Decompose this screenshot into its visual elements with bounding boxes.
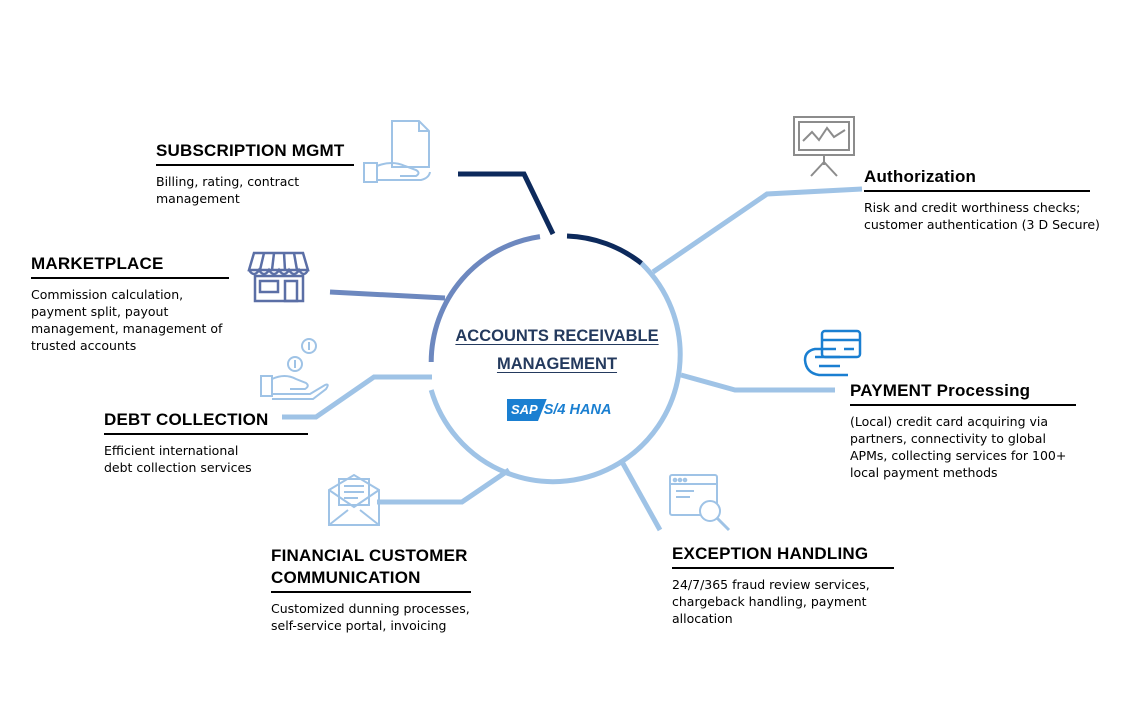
debt-collection-title: DEBT COLLECTION xyxy=(104,409,308,435)
card-hand-icon xyxy=(803,329,862,377)
subscription-desc-line1: Billing, rating, contract xyxy=(156,174,300,189)
authorization-block: Authorization Risk and credit worthiness… xyxy=(864,166,1100,233)
center-title: ACCOUNTS RECEIVABLE MANAGEMENT xyxy=(444,322,670,378)
hand-coins-icon xyxy=(260,338,329,400)
debt-collection-desc-line2: debt collection services xyxy=(104,460,252,475)
marketplace-desc-line2: payment split, payout xyxy=(31,304,169,319)
connector-subscription xyxy=(458,171,556,236)
ring-navy-arc xyxy=(566,233,643,266)
connector-payment xyxy=(680,372,835,393)
payment-desc-line4: local payment methods xyxy=(850,465,998,480)
payment-desc-line3: APMs, collecting services for 100+ xyxy=(850,448,1067,463)
document-hand-icon xyxy=(363,120,431,183)
sap-s4hana-logo: SAP S/4 HANA xyxy=(507,398,611,422)
subscription-desc: Billing, rating, contract management xyxy=(156,173,354,207)
communication-title-line1: FINANCIAL CUSTOMER xyxy=(271,546,468,565)
communication-desc: Customized dunning processes, self-servi… xyxy=(271,600,471,634)
marketplace-desc-line3: management, management of xyxy=(31,321,223,336)
payment-desc-line2: partners, connectivity to global xyxy=(850,431,1046,446)
connector-exception xyxy=(618,458,663,532)
connector-marketplace xyxy=(329,289,446,301)
center-ring xyxy=(428,233,683,485)
exception-desc: 24/7/365 fraud review services, chargeba… xyxy=(672,576,894,627)
sap-logo-badge: SAP xyxy=(507,399,547,421)
connector-debt xyxy=(282,374,432,420)
center-title-line2: MANAGEMENT xyxy=(496,355,618,373)
subscription-title: SUBSCRIPTION MGMT xyxy=(156,140,354,166)
payment-desc-line1: (Local) credit card acquiring via xyxy=(850,414,1049,429)
payment-block: PAYMENT Processing (Local) credit card a… xyxy=(850,380,1076,481)
marketplace-desc: Commission calculation, payment split, p… xyxy=(31,286,229,354)
connector-communication xyxy=(377,467,511,505)
communication-desc-line1: Customized dunning processes, xyxy=(271,601,470,616)
payment-desc: (Local) credit card acquiring via partne… xyxy=(850,413,1076,481)
debt-collection-block: DEBT COLLECTION Efficient international … xyxy=(104,409,308,476)
exception-desc-line1: 24/7/365 fraud review services, xyxy=(672,577,870,592)
marketplace-block: MARKETPLACE Commission calculation, paym… xyxy=(31,253,229,354)
center-title-line1: ACCOUNTS RECEIVABLE xyxy=(455,327,659,345)
ring-light-arc xyxy=(428,261,683,485)
communication-desc-line2: self-service portal, invoicing xyxy=(271,618,447,633)
envelope-letter-icon xyxy=(328,473,380,526)
debt-collection-desc-line1: Efficient international xyxy=(104,443,239,458)
authorization-title: Authorization xyxy=(864,166,1090,192)
connector-authorization xyxy=(651,186,863,275)
exception-desc-line3: allocation xyxy=(672,611,733,626)
connectors xyxy=(282,171,863,532)
storefront-icon xyxy=(247,251,310,303)
exception-block: EXCEPTION HANDLING 24/7/365 fraud review… xyxy=(672,543,894,627)
exception-desc-line2: chargeback handling, payment xyxy=(672,594,867,609)
debt-collection-desc: Efficient international debt collection … xyxy=(104,442,308,476)
sap-logo-text: S/4 HANA xyxy=(543,402,612,418)
presentation-chart-icon xyxy=(793,116,855,177)
marketplace-desc-line4: trusted accounts xyxy=(31,338,137,353)
exception-title: EXCEPTION HANDLING xyxy=(672,543,894,569)
communication-title-line2: COMMUNICATION xyxy=(271,567,471,593)
payment-title: PAYMENT Processing xyxy=(850,380,1076,406)
communication-block: FINANCIAL CUSTOMER COMMUNICATION Customi… xyxy=(271,545,471,634)
subscription-desc-line2: management xyxy=(156,191,240,206)
authorization-desc: Risk and credit worthiness checks; custo… xyxy=(864,199,1100,233)
ring-mid-arc xyxy=(428,234,541,363)
authorization-desc-line1: Risk and credit worthiness checks; xyxy=(864,200,1081,215)
marketplace-desc-line1: Commission calculation, xyxy=(31,287,184,302)
browser-search-icon xyxy=(669,474,731,532)
subscription-block: SUBSCRIPTION MGMT Billing, rating, contr… xyxy=(156,140,354,207)
marketplace-title: MARKETPLACE xyxy=(31,253,229,279)
authorization-desc-line2: customer authentication (3 D Secure) xyxy=(864,217,1100,232)
